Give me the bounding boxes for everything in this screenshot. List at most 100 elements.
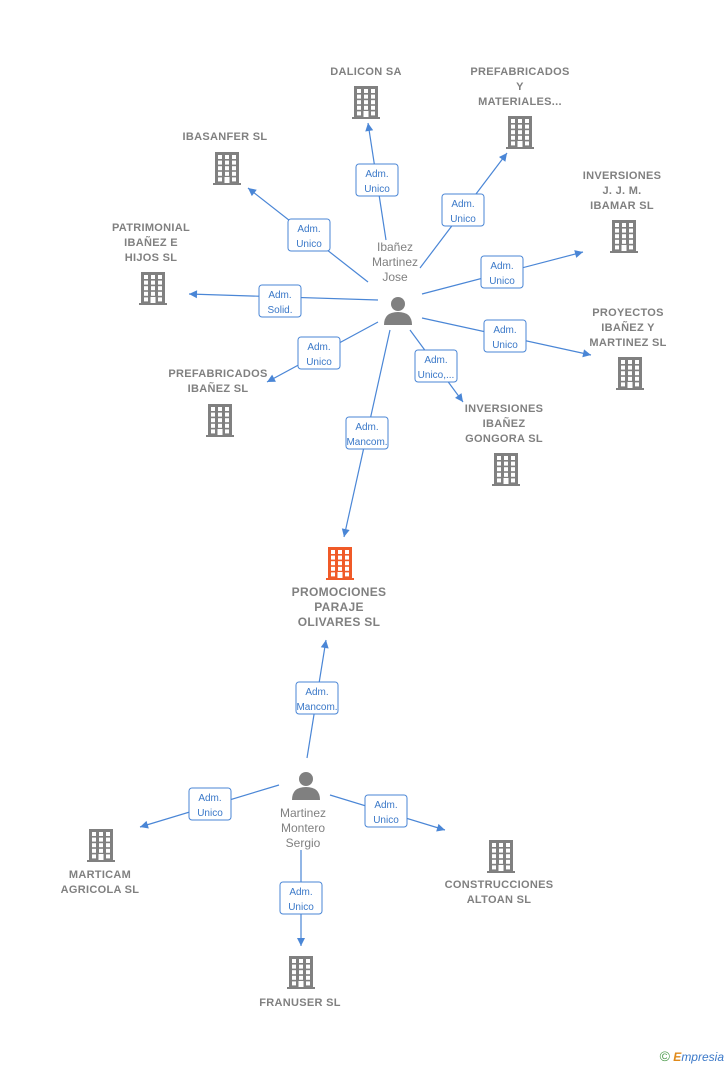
- company-label-line: IBASANFER SL: [183, 131, 268, 143]
- role-text-line: Adm.: [268, 290, 291, 301]
- company-label-line: GONGORA SL: [465, 433, 543, 445]
- role-badge[interactable]: Adm.Unico: [441, 193, 485, 227]
- role-text-line: Unico: [450, 214, 476, 225]
- arrowhead: [267, 374, 276, 382]
- company-label-line: PROYECTOS: [592, 307, 664, 319]
- company-label: FRANUSER SL: [259, 997, 341, 1009]
- role-text-line: Unico: [197, 808, 223, 819]
- role-text-line: Adm.: [198, 793, 221, 804]
- role-text: Adm. Mancom.: [296, 687, 337, 713]
- role-text: Adm. Unico,...: [418, 355, 455, 381]
- role-text-line: Mancom.: [296, 702, 337, 713]
- building-icon: [616, 357, 644, 390]
- role-badge[interactable]: Adm.Unico: [364, 794, 408, 828]
- company-label: CONSTRUCCIONES ALTOAN SL: [445, 879, 554, 906]
- building-icon: [287, 956, 315, 989]
- role-text-line: Adm.: [307, 342, 330, 353]
- role-text-line: Adm.: [490, 261, 513, 272]
- company-label-line: IBAÑEZ: [483, 417, 526, 430]
- person-label-line: Sergio: [286, 836, 321, 850]
- role-text-line: Unico: [373, 815, 399, 826]
- arrowhead: [455, 393, 463, 402]
- person-icon: [384, 297, 412, 325]
- role-badge[interactable]: Adm. Mancom.: [295, 681, 339, 715]
- role-badge[interactable]: Adm.Solid.: [258, 284, 302, 318]
- role-text-line: Mancom.: [346, 437, 387, 448]
- company-label: PROYECTOS IBAÑEZ Y MARTINEZ SL: [589, 307, 666, 349]
- role-text: Adm.Unico: [296, 224, 322, 250]
- company-label-line: FRANUSER SL: [259, 997, 341, 1009]
- role-text-line: Unico: [288, 902, 314, 913]
- role-text: Adm. Unico: [197, 793, 223, 819]
- company-label: INVERSIONES IBAÑEZ GONGORA SL: [465, 403, 544, 445]
- role-text: Adm.Unico: [364, 169, 390, 195]
- role-text: Adm.Unico: [492, 325, 518, 351]
- role-badge[interactable]: Adm.Unico: [483, 319, 527, 353]
- company-label-line: J. J. M.: [602, 185, 641, 197]
- building-icon: [87, 829, 115, 862]
- person-label-line: Martinez: [372, 255, 418, 269]
- company-label-line: HIJOS SL: [125, 252, 178, 264]
- company-label-line: PREFABRICADOS: [470, 66, 569, 78]
- role-text: Adm. Unico: [306, 342, 332, 368]
- role-text-line: Unico: [489, 276, 515, 287]
- main-company-icon: [326, 547, 354, 580]
- company-label-line: IBAÑEZ SL: [188, 382, 249, 395]
- person-label-line: Jose: [382, 270, 408, 284]
- role-text-line: Adm.: [355, 422, 378, 433]
- company-label-line: Y: [516, 81, 524, 93]
- role-text: Adm.Unico: [450, 199, 476, 225]
- arrowhead: [341, 528, 350, 537]
- role-badge[interactable]: Adm. Unico: [297, 336, 341, 370]
- company-label-line: INVERSIONES: [465, 403, 544, 415]
- role-text-line: Unico: [492, 340, 518, 351]
- role-text-line: Adm.: [424, 355, 447, 366]
- main-company-label-line: PROMOCIONES: [292, 585, 387, 599]
- person-icon: [292, 772, 320, 800]
- role-text: Adm. Unico: [288, 887, 314, 913]
- role-text-line: Adm.: [289, 887, 312, 898]
- role-badge[interactable]: Adm. Unico,...: [414, 349, 458, 383]
- building-icon: [610, 220, 638, 253]
- person-label-line: Montero: [281, 821, 325, 835]
- building-icon: [487, 840, 515, 873]
- role-text-line: Adm.: [305, 687, 328, 698]
- role-badge[interactable]: Adm. Unico: [279, 881, 323, 915]
- company-label-line: IBAMAR SL: [590, 200, 654, 212]
- role-badge[interactable]: Adm.Unico: [355, 163, 399, 197]
- arrowhead: [189, 290, 198, 299]
- arrowhead: [498, 153, 507, 162]
- role-text: Adm. Unico: [489, 261, 515, 287]
- role-badge[interactable]: Adm. Mancom.: [345, 416, 389, 450]
- copyright-icon: ©: [659, 1048, 670, 1064]
- company-label-line: ALTOAN SL: [467, 894, 532, 906]
- role-text-line: Unico: [296, 239, 322, 250]
- company-label: PREFABRICADOS IBAÑEZ SL: [168, 368, 267, 395]
- company-label-line: MARTINEZ SL: [589, 337, 666, 349]
- company-label-line: PREFABRICADOS: [168, 368, 267, 380]
- role-badge[interactable]: Adm.Unico: [287, 218, 331, 252]
- arrowhead: [574, 250, 583, 258]
- role-text: Adm. Mancom.: [346, 422, 387, 448]
- empresia-watermark: © Empresia: [659, 1048, 724, 1064]
- company-label-line: IBAÑEZ E: [124, 236, 178, 249]
- role-text-line: Unico,...: [418, 370, 455, 381]
- arrowhead: [582, 349, 591, 358]
- role-badge[interactable]: Adm. Unico: [480, 255, 524, 289]
- arrowhead: [140, 820, 149, 829]
- company-label: DALICON SA: [330, 66, 401, 78]
- company-label-line: CONSTRUCCIONES: [445, 879, 554, 891]
- company-label-line: IBAÑEZ Y: [601, 321, 655, 334]
- building-icon: [506, 116, 534, 149]
- role-badge[interactable]: Adm. Unico: [188, 787, 232, 821]
- arrowhead: [248, 188, 257, 197]
- role-text-line: Unico: [364, 184, 390, 195]
- person-label-line: Ibañez: [377, 240, 413, 254]
- role-text-line: Unico: [306, 357, 332, 368]
